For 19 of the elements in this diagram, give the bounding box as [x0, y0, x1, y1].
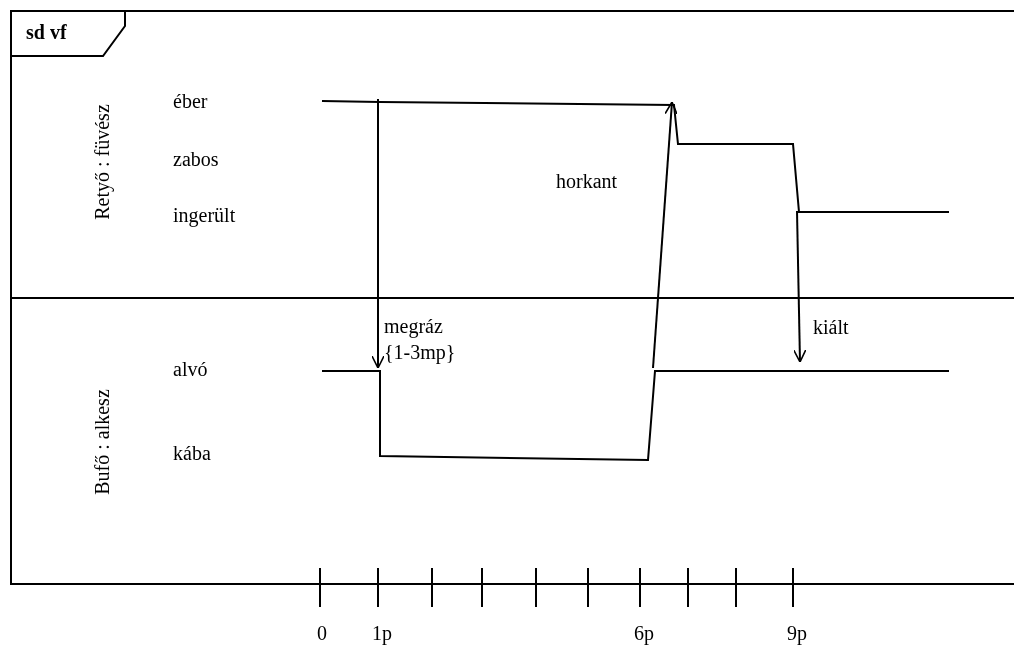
- lifeline-name: Bufő : alkesz: [91, 389, 113, 495]
- tick-label: 0: [317, 622, 327, 644]
- state-name: éber: [173, 90, 208, 112]
- state-name: zabos: [173, 148, 219, 170]
- message-label: horkant: [556, 169, 619, 194]
- state-name: kába: [173, 442, 211, 464]
- state-name: alvó: [173, 358, 208, 380]
- lifeline-name: Retyő : füvész: [91, 104, 113, 220]
- message-arrow: [371, 98, 385, 369]
- diagram-frame: [10, 10, 1014, 585]
- tick-label: 1p: [372, 622, 392, 644]
- tick-label: 6p: [634, 622, 654, 644]
- state-name: ingerült: [173, 204, 236, 226]
- message-arrow: [652, 101, 678, 369]
- message-label: kiált: [813, 315, 850, 340]
- message-label: megráz {1-3mp}: [384, 314, 457, 365]
- frame-title: sd vf: [26, 21, 67, 43]
- tick-label: 9p: [787, 622, 807, 644]
- message-arrow: [792, 210, 807, 363]
